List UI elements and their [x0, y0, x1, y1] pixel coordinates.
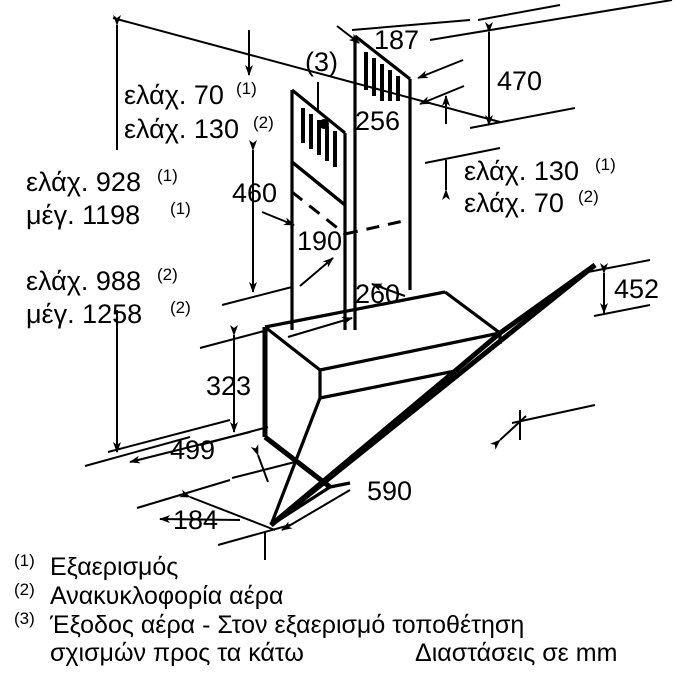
- hood-body: [262, 290, 502, 489]
- vent-slots-top: [364, 52, 400, 101]
- label-187: 187: [374, 25, 419, 55]
- label-ceiling-gap-1: ελάχ. 70: [124, 80, 224, 110]
- label-452: 452: [614, 274, 659, 304]
- dim-184: [136, 479, 291, 546]
- dim-260: [287, 283, 406, 338]
- label-total-min-2-ref: (2): [157, 265, 178, 284]
- label-total-max-1: μέγ. 1198: [26, 200, 140, 230]
- label-total-max-2: μέγ. 1258: [26, 299, 142, 329]
- label-total-min-2: ελάχ. 988: [26, 266, 141, 296]
- dim-ceiling-gap-right: [424, 95, 501, 200]
- legend-text-3-cont: σχισμών προς τα κάτω: [50, 639, 304, 667]
- dim-460: [221, 140, 293, 306]
- label-right-gap-2: ελάχ. 70: [464, 188, 564, 218]
- dim-499: [107, 419, 296, 483]
- dim-590: [264, 404, 596, 560]
- label-499: 499: [170, 435, 215, 465]
- legend-text-3: Έξοδος αέρα - Στον εξαερισμό τοποθέτηση: [49, 611, 524, 639]
- legend-marker-1: (1): [14, 551, 35, 570]
- dim-452: [587, 259, 651, 317]
- units-note: Διαστάσεις σε mm: [415, 639, 617, 667]
- label-190: 190: [297, 226, 342, 256]
- chimney-lower: [290, 160, 409, 330]
- label-right-gap-1-ref: (1): [595, 155, 616, 174]
- legend-marker-3: (3): [14, 609, 35, 628]
- label-right-gap-2-ref: (2): [578, 187, 599, 206]
- air-outlet-leader: [299, 82, 334, 287]
- label-184: 184: [173, 505, 218, 535]
- dim-187: [336, 19, 471, 79]
- label-ceiling-gap-1-ref: (1): [236, 79, 257, 98]
- label-air-outlet-ref: (3): [305, 47, 338, 77]
- label-323: 323: [206, 371, 251, 401]
- legend-text-2: Ανακυκλοφορία αέρα: [50, 582, 283, 610]
- label-total-min-1-ref: (1): [157, 166, 178, 185]
- legend: (1) Εξαερισμός (2) Ανακυκλοφορία αέρα (3…: [14, 551, 617, 667]
- dim-190: [261, 211, 295, 226]
- label-260: 260: [355, 279, 400, 309]
- dim-total-height: [84, 15, 191, 467]
- dim-470: [469, 4, 576, 129]
- vent-center-dot: [319, 119, 329, 129]
- dim-256: [419, 85, 465, 105]
- legend-text-1: Εξαερισμός: [50, 553, 178, 581]
- glass-panel: [269, 262, 597, 527]
- ceiling-line: [112, 0, 673, 123]
- label-ceiling-gap-2-ref: (2): [253, 113, 274, 132]
- label-590: 590: [367, 476, 412, 506]
- label-total-max-2-ref: (2): [170, 298, 191, 317]
- label-470: 470: [497, 66, 542, 96]
- legend-marker-2: (2): [14, 580, 35, 599]
- label-total-max-1-ref: (1): [170, 199, 191, 218]
- label-460: 460: [232, 178, 277, 208]
- label-total-min-1: ελάχ. 928: [26, 167, 141, 197]
- vent-slots-left: [301, 108, 337, 167]
- label-256: 256: [355, 106, 400, 136]
- label-ceiling-gap-2: ελάχ. 130: [124, 114, 239, 144]
- label-right-gap-1: ελάχ. 130: [464, 156, 579, 186]
